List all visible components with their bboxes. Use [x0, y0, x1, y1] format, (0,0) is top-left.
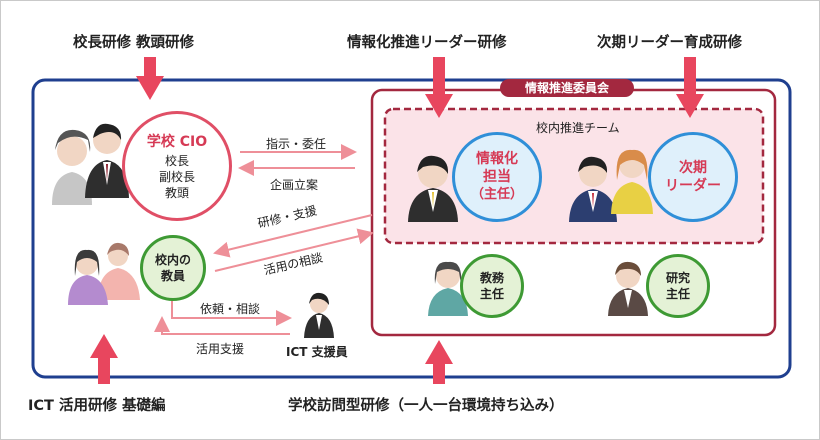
- research-line-1: 研究: [665, 271, 690, 285]
- next-leader-training-label: 次期リーダー育成研修: [597, 35, 742, 51]
- arrow-usage-consult: [214, 228, 374, 272]
- teachers-line-2: 教員: [160, 269, 185, 283]
- ict-basic-training-label: ICT 活用研修 基礎編: [28, 398, 166, 414]
- arrow-training-support: [213, 214, 373, 258]
- ict-staff-label: ICT 支援員: [286, 345, 348, 359]
- teachers-circle: 校内の 教員: [140, 235, 206, 301]
- principal-training-label: 校長研修 教頭研修: [73, 35, 195, 51]
- arrow-up-ict-basic: [90, 334, 118, 384]
- info-lead-person-icon: [408, 155, 458, 222]
- next-leader-line-1: 次期: [679, 160, 707, 176]
- school-visit-training-label: 学校訪問型研修（一人一台環境持ち込み）: [288, 398, 564, 414]
- arrow-support: [154, 316, 290, 335]
- instruct-label: 指示・委任: [266, 137, 327, 151]
- academic-line-1: 教務: [479, 271, 504, 285]
- info-leader-training-label: 情報化推進リーダー研修: [347, 35, 507, 51]
- ict-staff-icon: [304, 292, 334, 338]
- info-lead-circle: 情報化 担当 （主任）: [452, 132, 542, 222]
- plan-label: 企画立案: [270, 178, 319, 192]
- arrow-down-next-leader: [676, 57, 704, 118]
- info-lead-line-2: 担当: [483, 169, 511, 185]
- academic-circle: 教務 主任: [460, 254, 524, 318]
- academic-line-2: 主任: [479, 287, 504, 301]
- principal-people-icon: [52, 123, 129, 205]
- committee-title: 情報推進委員会: [500, 79, 634, 97]
- arrow-down-principal: [136, 57, 164, 100]
- teacher-people-icon: [68, 242, 140, 305]
- research-line-2: 主任: [665, 287, 690, 301]
- request-consult-label: 依頼・相談: [200, 302, 261, 316]
- cio-line-2: 副校長: [158, 170, 195, 184]
- arrow-up-school-visit: [425, 340, 453, 384]
- info-lead-line-1: 情報化: [476, 151, 518, 167]
- cio-line-3: 教頭: [164, 186, 189, 200]
- usage-support-label: 活用支援: [196, 342, 245, 356]
- cio-title: 学校 CIO: [146, 134, 208, 150]
- teachers-line-1: 校内の: [154, 253, 191, 267]
- cio-line-1: 校長: [164, 154, 189, 168]
- next-leader-circle: 次期 リーダー: [648, 132, 738, 222]
- team-title: 校内推進チーム: [536, 121, 620, 135]
- arrow-down-info-leader: [425, 57, 453, 118]
- academic-person-icon: [428, 261, 468, 316]
- research-circle: 研究 主任: [646, 254, 710, 318]
- info-lead-line-3: （主任）: [470, 187, 523, 202]
- arrow-request: [171, 300, 292, 326]
- school-boundary: [31, 78, 792, 379]
- next-leader-people-icon: [569, 149, 653, 222]
- cio-circle: 学校 CIO 校長 副校長 教頭: [122, 111, 232, 221]
- research-person-icon: [608, 261, 648, 316]
- next-leader-line-2: リーダー: [665, 178, 721, 194]
